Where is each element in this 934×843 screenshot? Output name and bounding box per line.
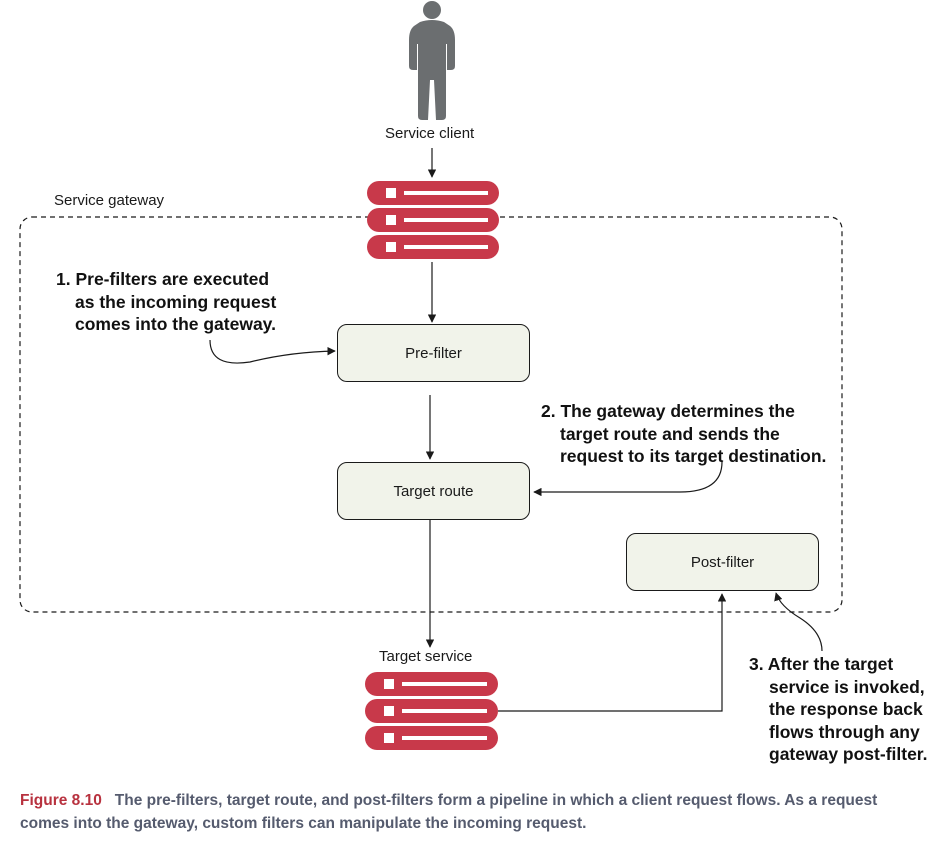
target-route-box: Target route xyxy=(337,462,530,520)
service-gateway-label: Service gateway xyxy=(54,192,165,209)
prefilter-label: Pre-filter xyxy=(405,344,462,362)
note3-callout-arrow xyxy=(774,592,823,652)
postfilter-box: Post-filter xyxy=(626,533,819,591)
note3-line1: 3. After the target xyxy=(749,654,894,674)
figure-caption: Figure 8.10 The pre-filters, target rout… xyxy=(20,789,920,835)
note2-callout-arrow xyxy=(533,461,723,497)
note2-line1: 2. The gateway determines the xyxy=(541,401,795,421)
note1-line3: comes into the gateway. xyxy=(75,314,276,334)
note2-line3: request to its target destination. xyxy=(560,446,827,466)
postfilter-label: Post-filter xyxy=(690,553,755,571)
figure-number: Figure 8.10 xyxy=(20,792,102,809)
gateway-server-icon xyxy=(367,181,499,259)
figure-caption-text: The pre-filters, target route, and post-… xyxy=(20,792,878,832)
note1-callout-arrow xyxy=(209,339,336,364)
note1-line2: as the incoming request xyxy=(75,291,277,312)
note1-line1: 1. Pre-filters are executed xyxy=(56,269,270,289)
note3-line4: flows through any xyxy=(769,721,920,742)
target-route-label: Target route xyxy=(393,482,474,500)
note3-line3: the response back xyxy=(769,699,923,719)
note-prefilters: 1. Pre-filters are executed as the incom… xyxy=(56,268,276,336)
note2-line2: target route and sends the xyxy=(560,423,780,444)
person-icon xyxy=(409,1,455,120)
service-to-postfilter-arrow xyxy=(498,593,727,712)
prefilter-box: Pre-filter xyxy=(337,324,530,382)
target-service-server-icon xyxy=(365,672,498,750)
note-postfilter: 3. After the target service is invoked, … xyxy=(749,653,928,766)
target-service-label: Target service xyxy=(379,648,473,665)
note3-line5: gateway post-filter. xyxy=(769,744,928,764)
note-target-route: 2. The gateway determines the target rou… xyxy=(541,400,826,468)
note3-line2: service is invoked, xyxy=(769,676,925,697)
service-client-label: Service client xyxy=(385,125,475,142)
